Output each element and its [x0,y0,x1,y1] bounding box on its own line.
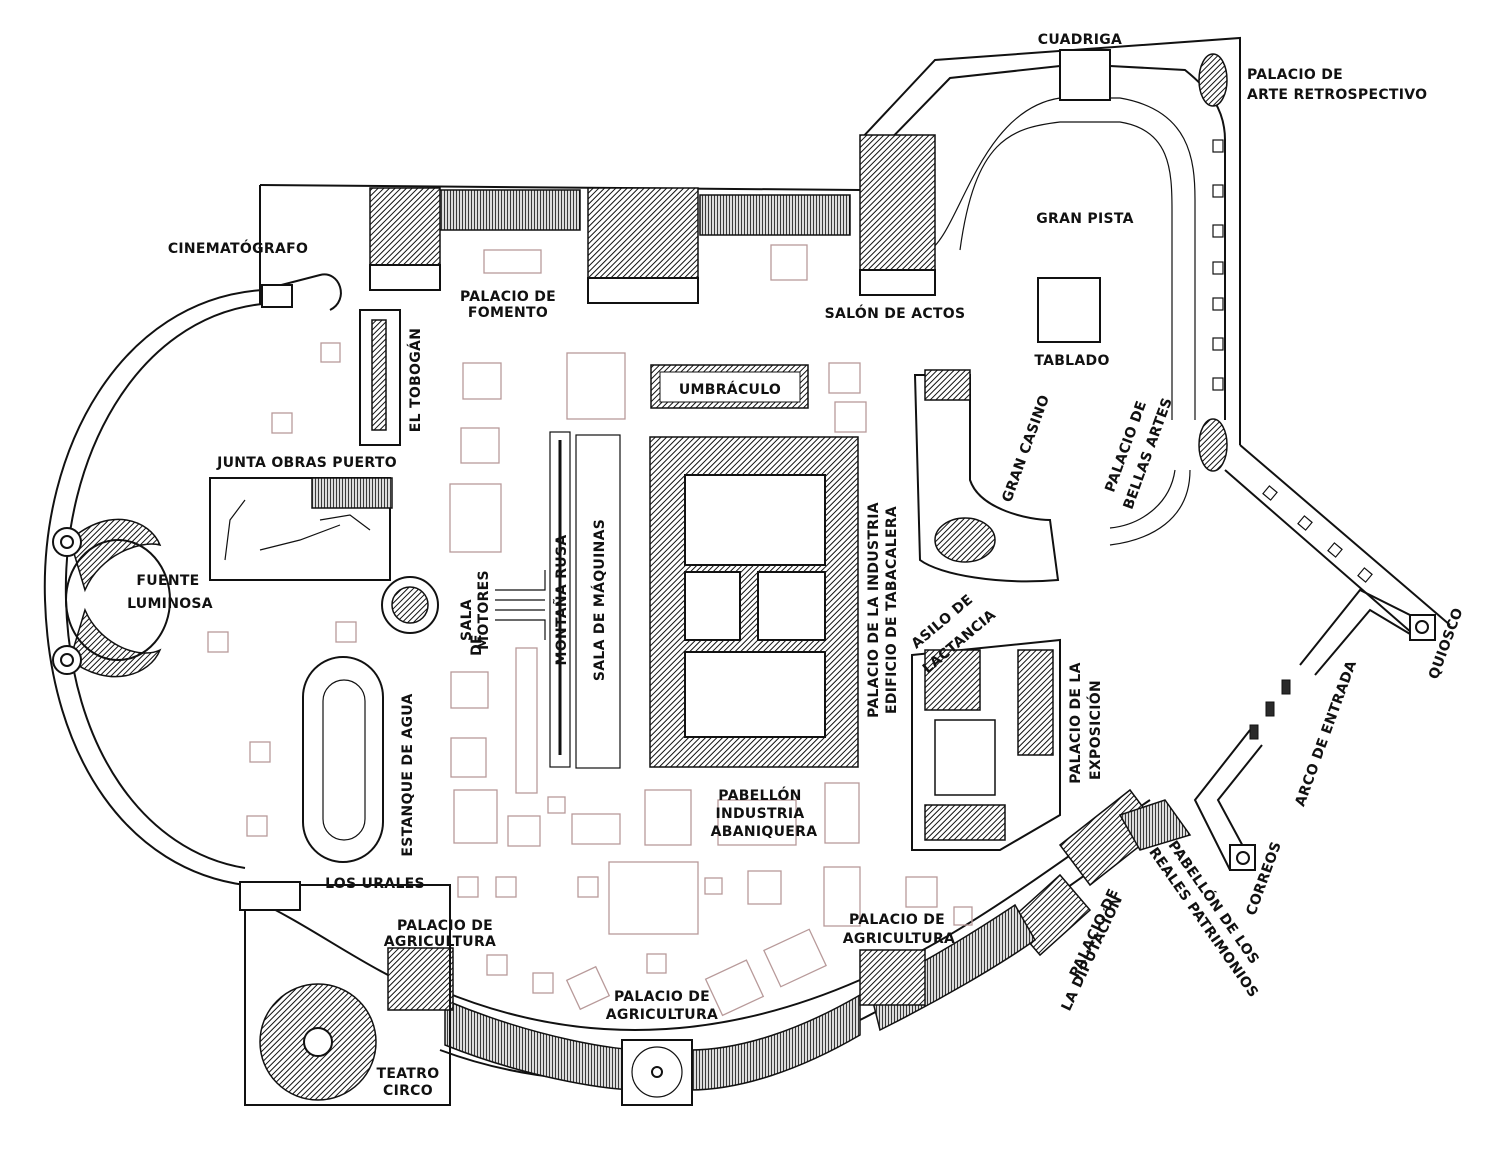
asilo-exposicion [911,638,1061,851]
label-cuadriga: CUADRIGA [1038,32,1122,48]
label-fomento-1: PALACIO DE [460,289,556,305]
teatro-circo [239,881,451,1106]
cinematografo-building [261,273,342,311]
estanque-agua [302,656,384,863]
label-fuente-1: FUENTE [136,573,199,589]
label-exposicion-1: PALACIO DE LA [1068,662,1084,784]
fuente-luminosa [52,518,171,678]
label-sala-maquinas: SALA DE MÁQUINAS [591,519,608,681]
sala-motores [381,570,546,640]
label-umbraculo: UMBRÁCULO [679,381,781,398]
label-abaniquera-1: PABELLÓN [718,786,801,804]
agricultura-pavilions [387,947,926,1106]
label-agricultura-left-2: AGRICULTURA [384,934,496,950]
label-gran-pista: GRAN PISTA [1036,211,1134,227]
label-fuente-2: LUMINOSA [127,596,213,612]
minor-plots [207,244,973,1017]
label-agricultura-right-2: AGRICULTURA [843,931,955,947]
label-arte-retrospectivo-1: PALACIO DE [1247,67,1343,83]
label-los-urales: LOS URALES [325,876,425,892]
montana-rusa-structure [549,431,621,769]
fomento-facade [369,134,936,304]
el-tobogan [359,309,401,446]
label-estanque: ESTANQUE DE AGUA [400,693,416,856]
label-montana-rusa: MONTAÑA RUSA [553,535,570,666]
label-industria-2: EDIFICIO DE TABACALERA [884,506,900,714]
label-salon-actos: SALÓN DE ACTOS [825,304,966,322]
label-abaniquera-2: INDUSTRIA [715,806,804,822]
label-arco-entrada: ARCO DE ENTRADA [1292,658,1360,808]
junta-obras-puerto [209,477,393,581]
label-agricultura-center-2: AGRICULTURA [606,1007,718,1023]
label-agricultura-left-1: PALACIO DE [397,918,493,934]
correos-building [1193,729,1263,871]
label-el-tobogan: EL TOBOGÁN [407,328,424,432]
label-teatro-1: TEATRO [377,1066,440,1082]
label-industria-1: PALACIO DE LA INDUSTRIA [866,502,882,718]
cuadriga-gate [1059,49,1111,101]
gran-casino [913,369,1060,583]
label-teatro-2: CIRCO [383,1083,433,1099]
label-arte-retrospectivo-2: ARTE RETROSPECTIVO [1247,87,1427,103]
label-tablado: TABLADO [1034,353,1109,369]
label-sala-motores-1: SALA [459,599,475,641]
label-abaniquera-3: ABANIQUERA [711,824,818,840]
label-gran-casino: GRAN CASINO [999,393,1053,505]
label-exposicion-2: EXPOSICIÓN [1086,680,1104,780]
label-agricultura-right-1: PALACIO DE [849,912,945,928]
umbraculo-building [650,364,809,409]
label-fomento-2: FOMENTO [468,305,548,321]
arte-retrospectivo-building [1198,53,1228,472]
palacio-industria [649,436,859,768]
label-agricultura-center-1: PALACIO DE [614,989,710,1005]
entrance-colonnade [1249,485,1436,740]
label-cinematografo: CINEMATÓGRAFO [168,239,308,257]
map-labels: CUADRIGA PALACIO DE ARTE RETROSPECTIVO G… [127,32,1466,1099]
label-sala-motores-3: MOTORES [476,570,492,650]
label-sala-motores-2: DE [469,634,485,656]
label-junta-obras: JUNTA OBRAS PUERTO [216,455,397,471]
tablado [1037,277,1101,343]
